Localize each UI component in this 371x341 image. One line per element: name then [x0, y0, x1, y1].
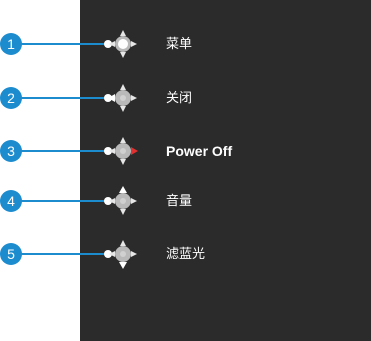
callout-line [18, 200, 106, 202]
callout-line [18, 97, 106, 99]
number-badge: 5 [0, 243, 22, 265]
callout-line [18, 43, 106, 45]
joystick-down-icon [109, 240, 137, 269]
joystick-press-icon [109, 30, 137, 58]
list-item: 2 关闭 [0, 80, 371, 116]
function-label: 音量 [166, 193, 193, 208]
function-label: 滤蓝光 [166, 246, 206, 261]
list-item: 4 音量 [0, 183, 371, 219]
list-item: 1 菜单 [0, 26, 371, 62]
list-item: 5 滤蓝光 [0, 236, 371, 272]
number-badge: 3 [0, 140, 22, 162]
callout-line [18, 253, 106, 255]
function-label: Power Off [166, 143, 233, 159]
function-label: 菜单 [166, 36, 193, 51]
number-badge: 2 [0, 87, 22, 109]
callout-dot [104, 40, 112, 48]
callout-dot [104, 147, 112, 155]
osd-panel [80, 0, 371, 341]
joystick-up-icon [109, 186, 137, 215]
number-badge: 1 [0, 33, 22, 55]
list-item: 3 Power Off [0, 133, 371, 169]
joystick-right-icon [109, 137, 138, 165]
callout-dot [104, 197, 112, 205]
function-label: 关闭 [166, 90, 193, 105]
callout-line [18, 150, 106, 152]
callout-dot [104, 250, 112, 258]
joystick-left-icon [108, 84, 137, 112]
number-badge: 4 [0, 190, 22, 212]
